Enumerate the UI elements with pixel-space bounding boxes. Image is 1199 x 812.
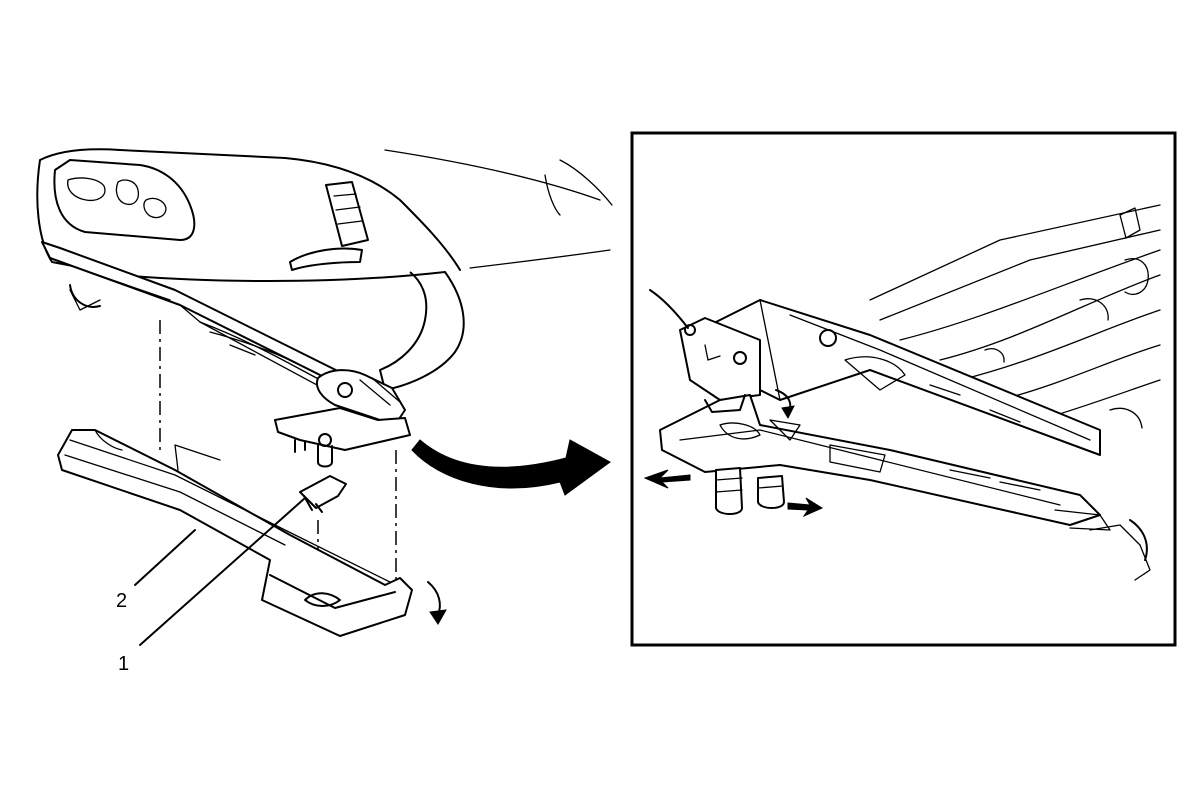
mounting-bracket — [274, 407, 411, 451]
inset-drawing — [649, 204, 1161, 581]
rotation-arrow-icon — [775, 389, 795, 420]
curved-arrow-icon — [411, 439, 611, 496]
detail-inset — [630, 131, 1177, 647]
leader-line-2 — [134, 529, 196, 586]
leader-line-1 — [139, 497, 306, 646]
retaining-clip — [299, 475, 347, 509]
callout-2: 2 — [116, 590, 127, 612]
seat-switch-panel — [53, 159, 196, 241]
rotation-arrow-icon — [427, 581, 447, 625]
inset-upper-bracket — [679, 317, 761, 401]
callout-1: 1 — [118, 653, 129, 675]
inset-stud-right — [757, 475, 785, 509]
direction-arrow-icon — [643, 469, 824, 518]
belt-buckle-bracket — [325, 181, 369, 247]
seat-assembly-view: 1 2 — [36, 148, 613, 675]
track-cover — [57, 429, 413, 637]
